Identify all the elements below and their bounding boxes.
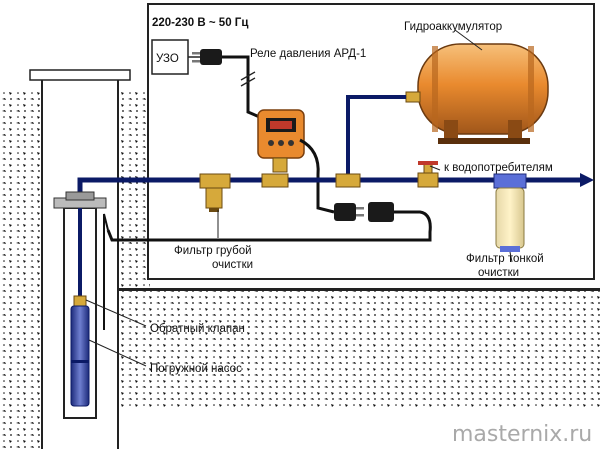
- fine-filter: [493, 173, 527, 252]
- uzo-label: УЗО: [156, 53, 179, 65]
- pump-cable: [106, 210, 432, 242]
- relay-label: Реле давления АРД-1: [250, 48, 366, 60]
- flow-arrow-icon: [580, 173, 594, 187]
- relay-cable: [299, 138, 335, 214]
- pressure-relay: [257, 109, 305, 173]
- power-supply: [151, 39, 263, 120]
- uzo-box: [151, 39, 189, 75]
- fine-filter-label-1: Фильтр тонкой: [466, 253, 544, 265]
- submersible-pump: [70, 305, 90, 407]
- ground-soil: [0, 88, 600, 449]
- consumers-label: к водопотребителям: [444, 162, 553, 174]
- plug-icon: [192, 49, 222, 65]
- fine-filter-label-2: очистки: [478, 267, 519, 279]
- check-valve: [73, 295, 87, 307]
- leader-lines: [85, 29, 513, 367]
- coarse-filter: [199, 173, 231, 212]
- pump-label: Погружной насос: [150, 363, 242, 375]
- accumulator-pipe: [346, 95, 406, 182]
- coarse-filter-label-1: Фильтр грубой: [174, 245, 252, 257]
- power-label: 220-230 В ~ 50 Гц: [152, 17, 248, 29]
- watermark: masternix.ru: [452, 422, 592, 447]
- check-valve-label: Обратный клапан: [150, 323, 245, 335]
- coarse-filter-label-2: очистки: [212, 259, 253, 271]
- brass-fittings: [261, 161, 439, 188]
- accumulator-tank: [405, 43, 549, 144]
- accumulator-label: Гидроаккумулятор: [404, 21, 502, 33]
- socket-plug-icon: [334, 202, 394, 222]
